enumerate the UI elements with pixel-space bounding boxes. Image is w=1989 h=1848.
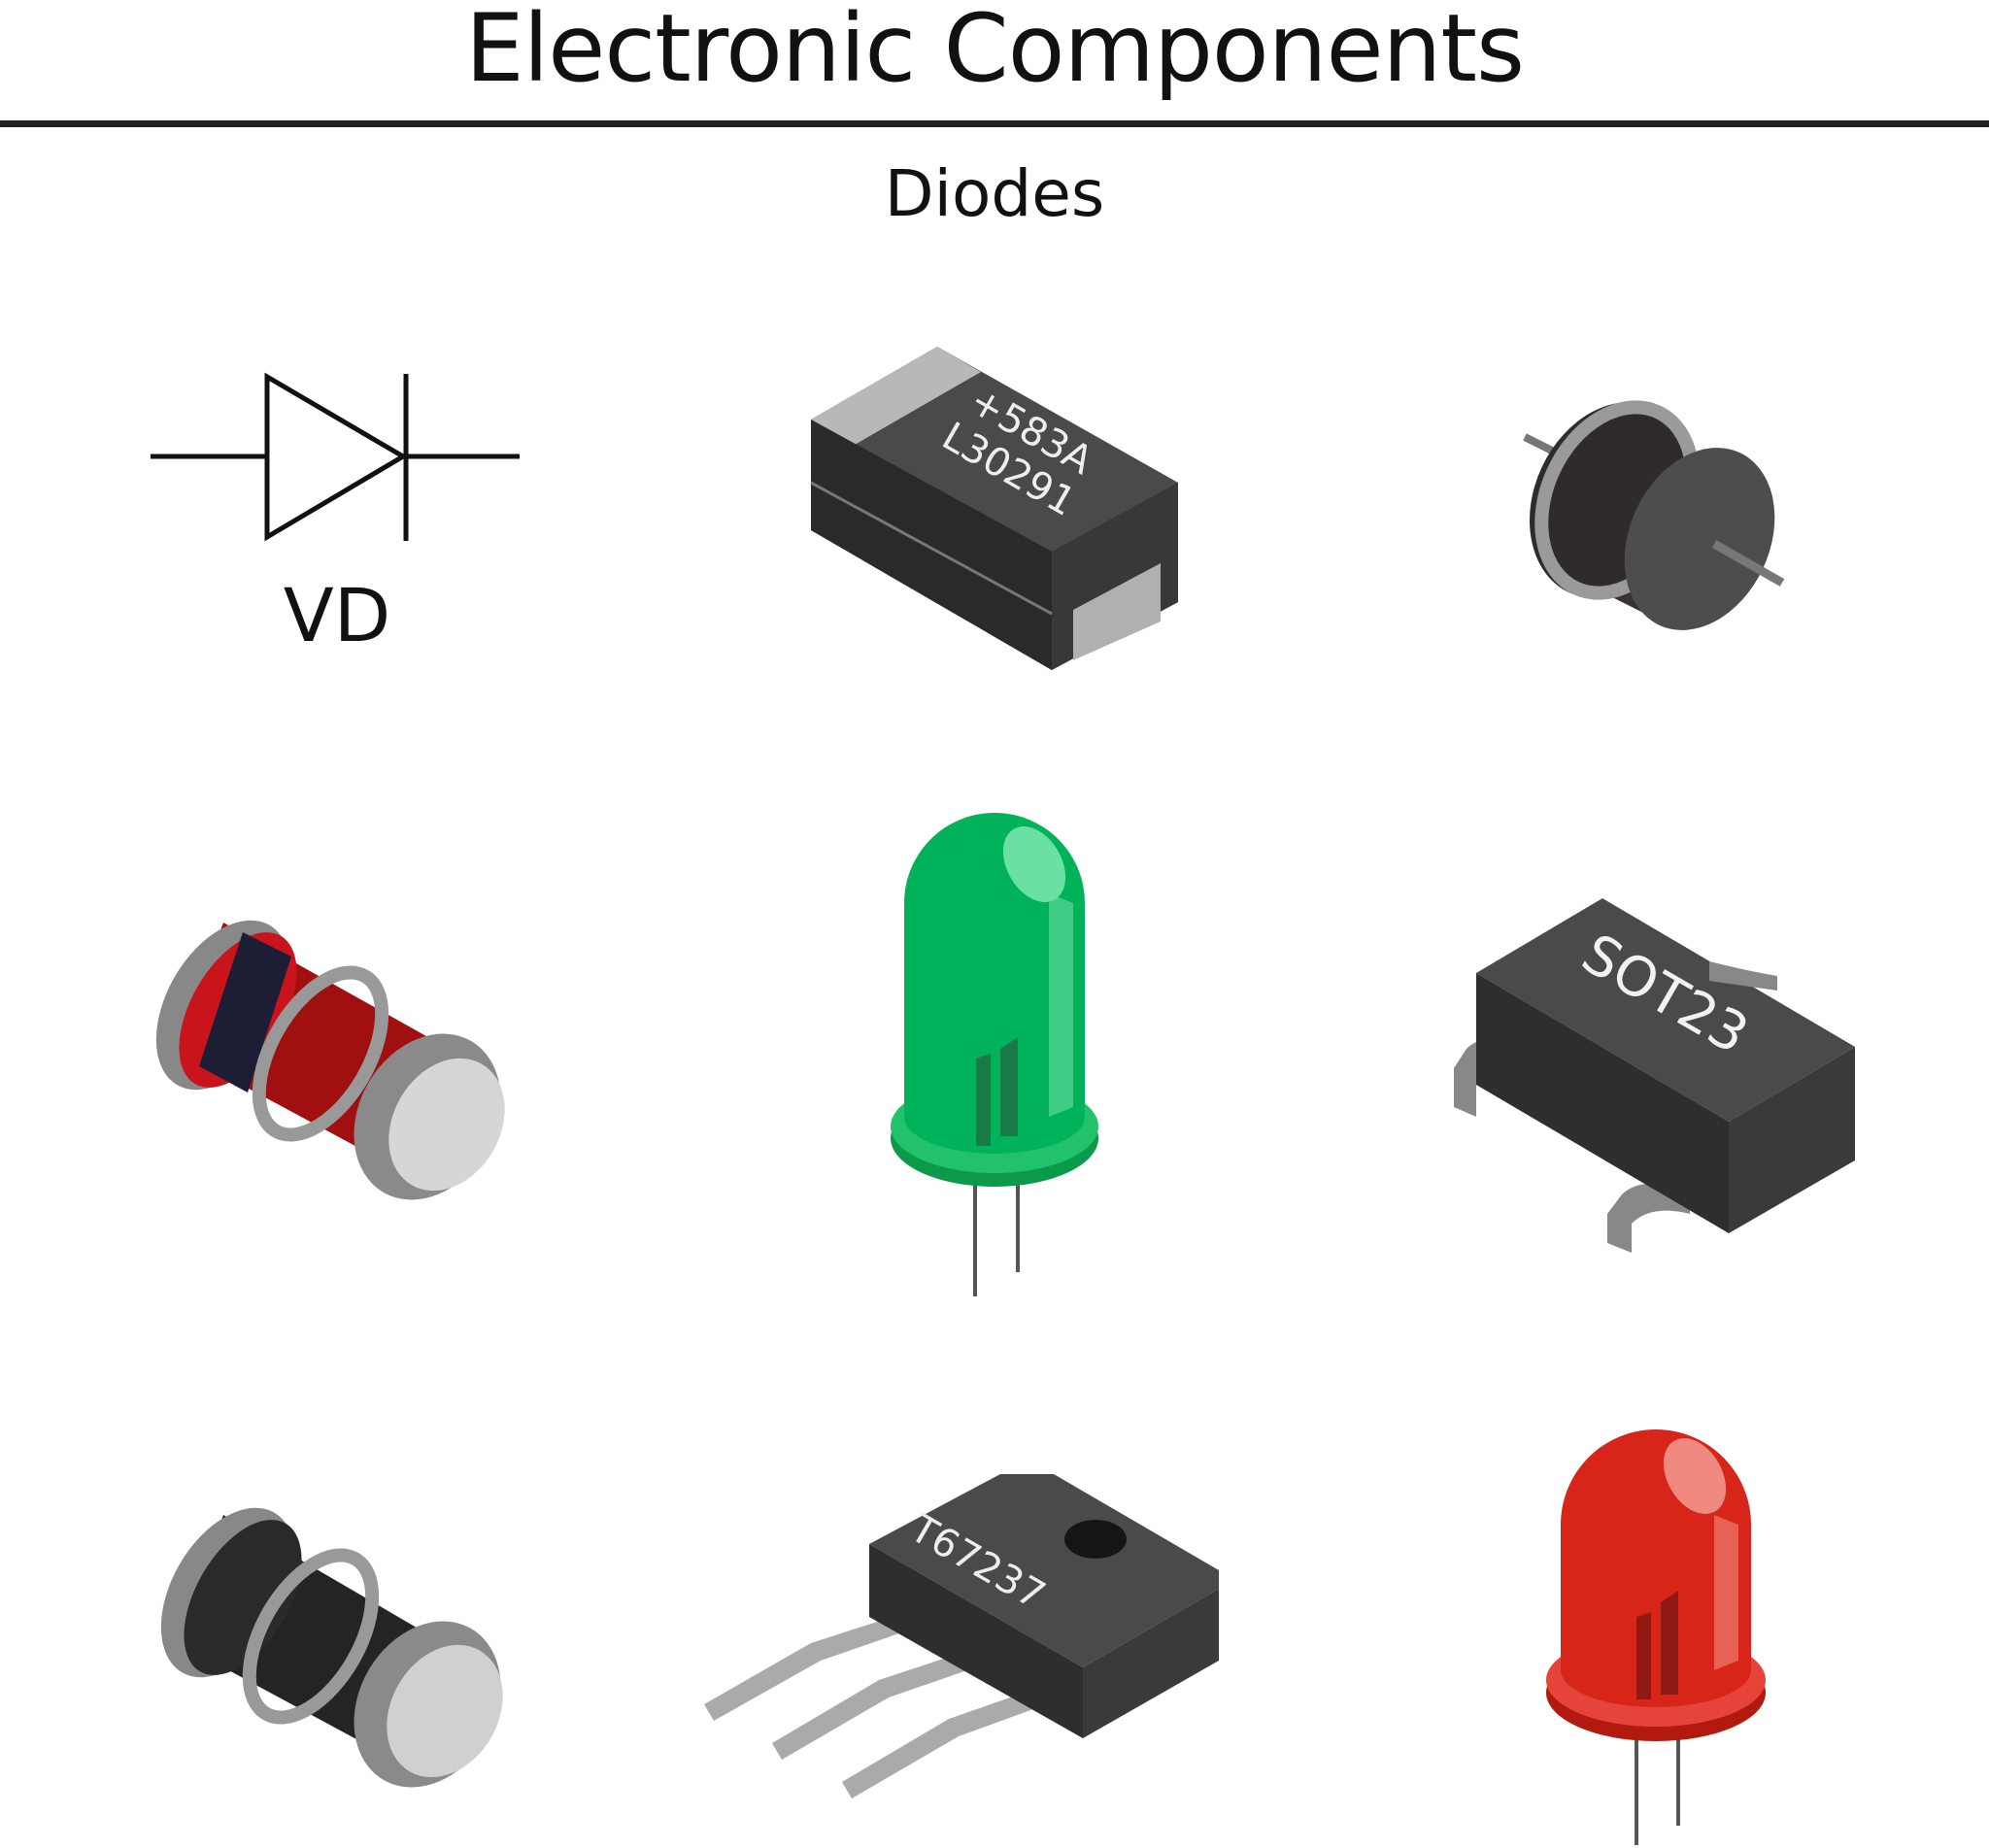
melf-diode-black [160, 1507, 503, 1788]
led-red [1546, 1429, 1766, 1845]
led-green [891, 813, 1098, 1296]
title-divider [0, 120, 1989, 127]
melf-diode-red [155, 920, 505, 1200]
cylindrical-diode [1523, 400, 1785, 630]
diode-symbol [151, 372, 520, 542]
page-title: Electronic Components [464, 0, 1525, 103]
smd-diode-package: +583A L30291 [810, 347, 1178, 670]
diode-symbol-label: VD [284, 572, 391, 658]
section-subtitle: Diodes [884, 156, 1105, 231]
to-package-diode: T67237 [704, 1474, 1219, 1798]
sot23-package: SOT23 [1454, 898, 1855, 1253]
